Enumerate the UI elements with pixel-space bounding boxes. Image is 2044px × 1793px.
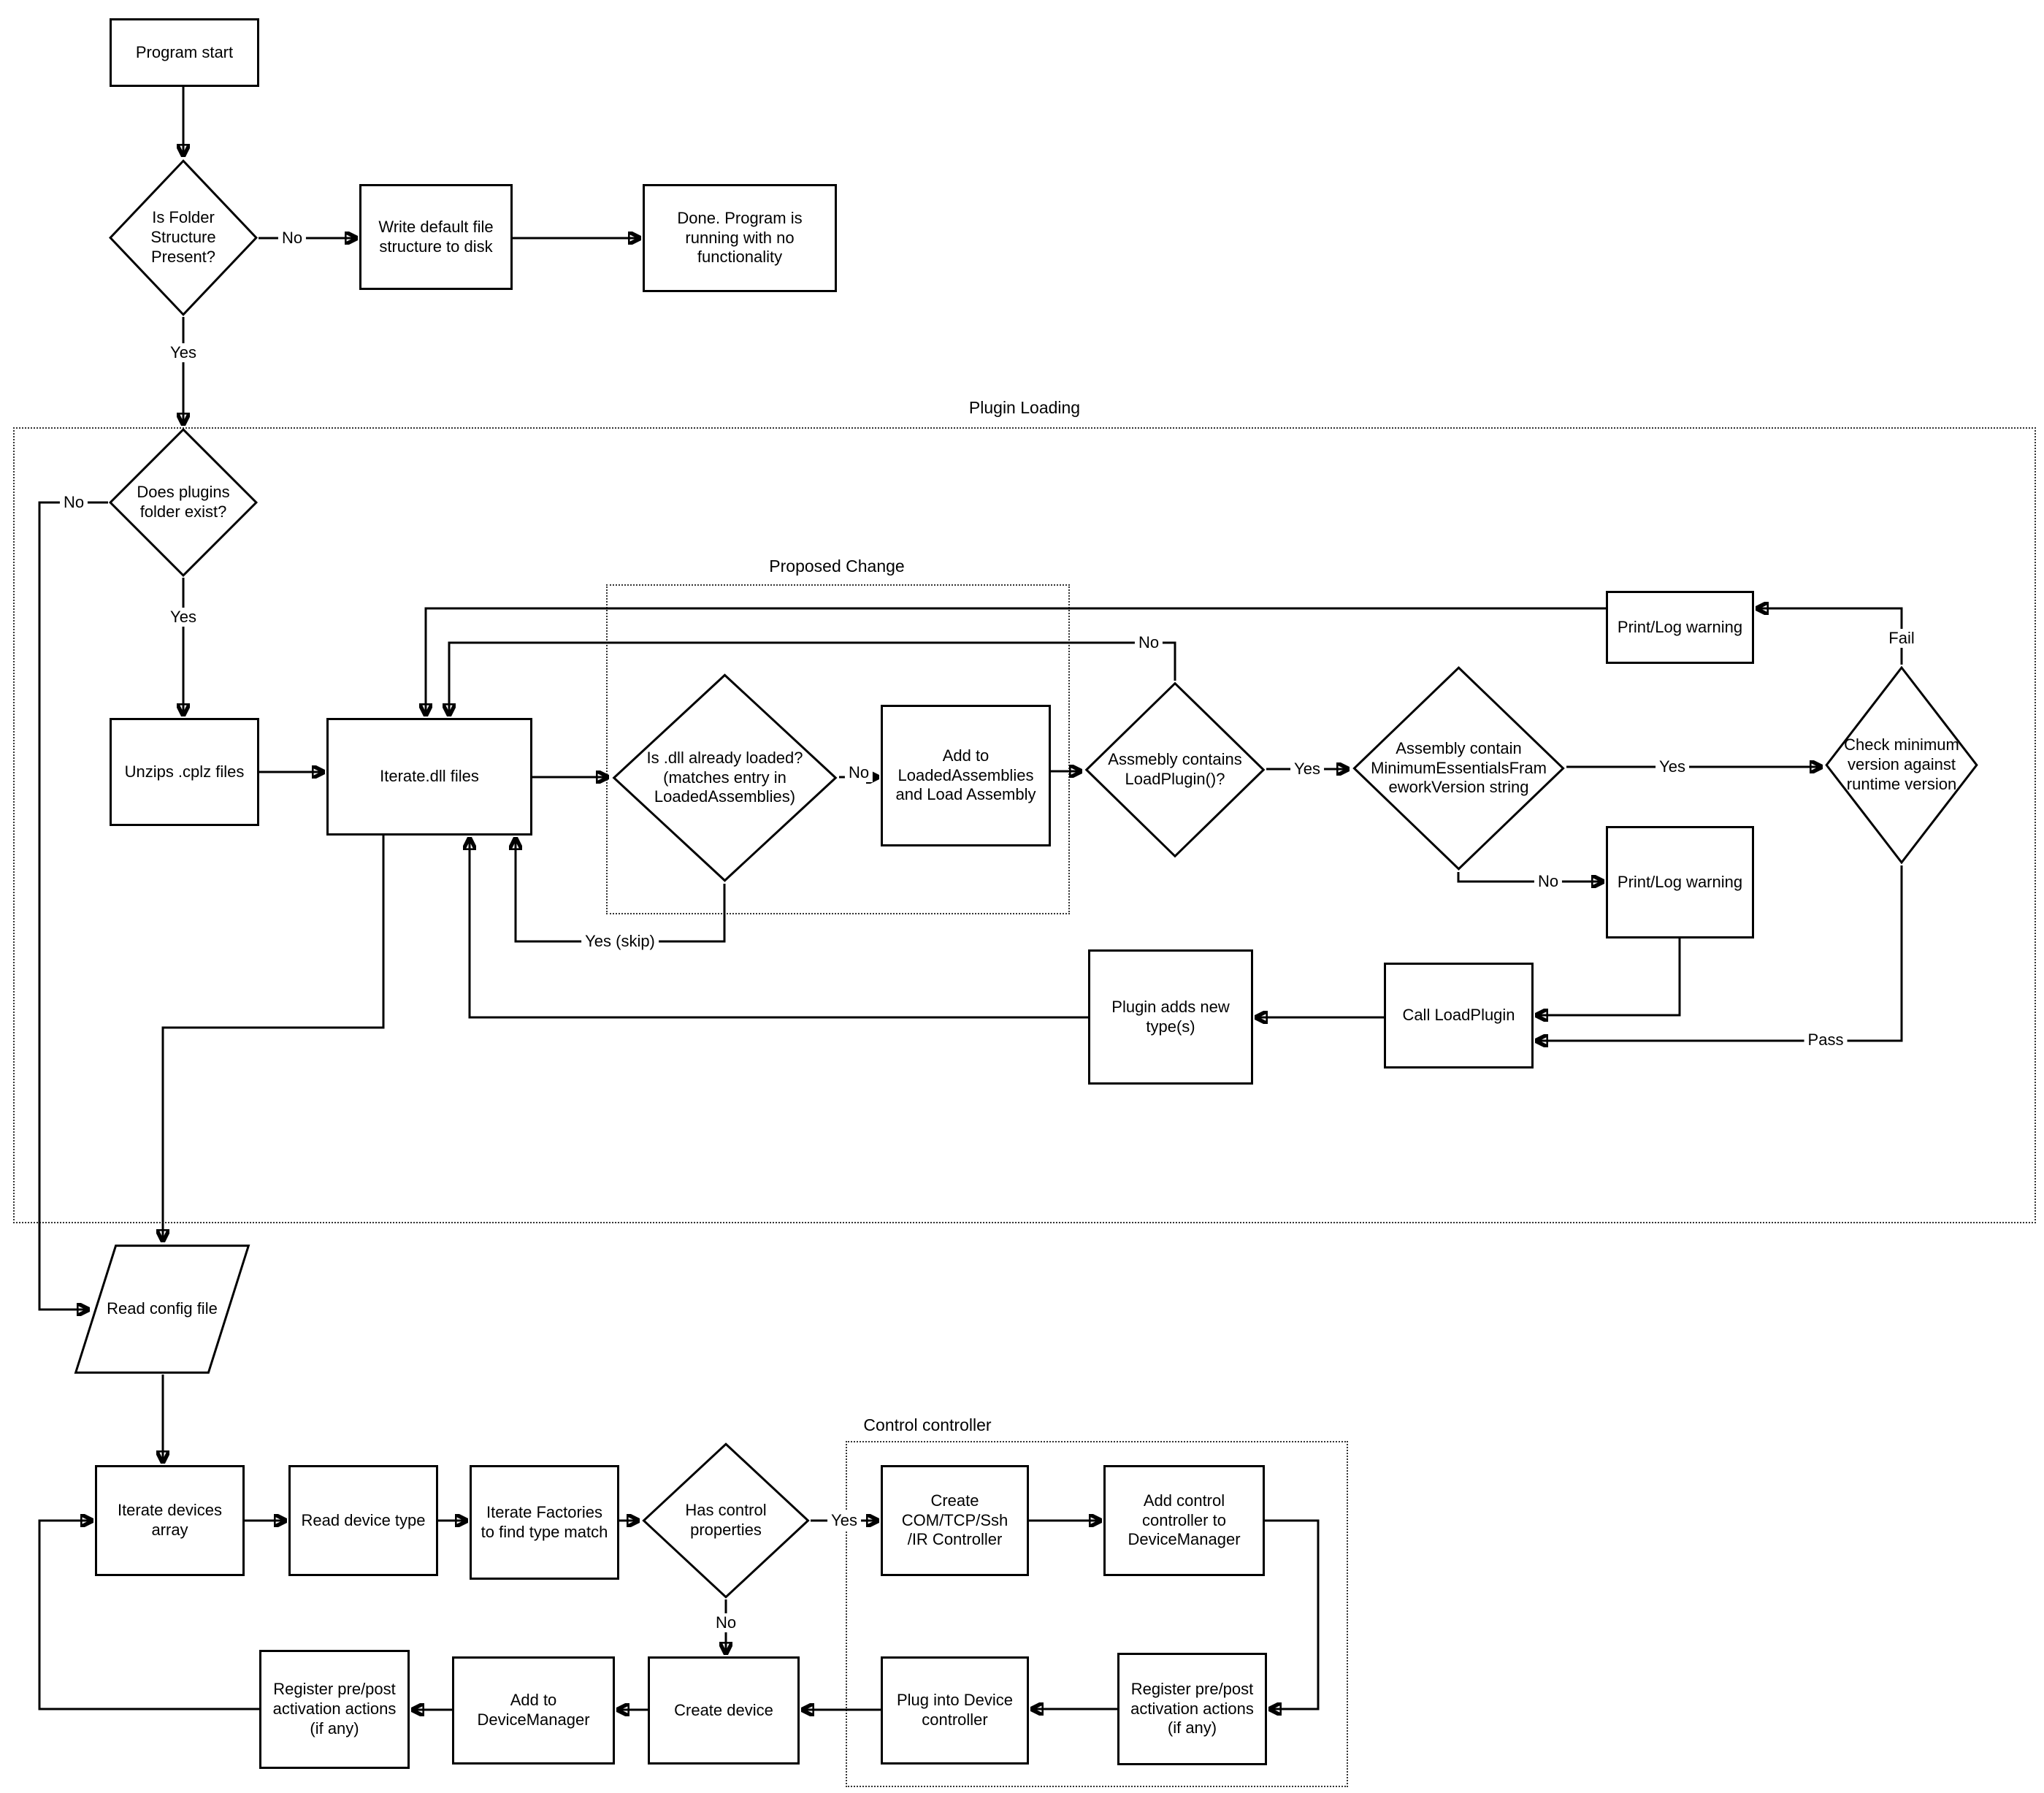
node-printlog-warning-bottom-label: Print/Log warning — [1617, 872, 1743, 891]
node-has-control-props: Has control properties — [641, 1442, 811, 1599]
node-add-control-controller: Add control controller to DeviceManager — [1103, 1465, 1265, 1576]
node-register-prepost-right: Register pre/post activation actions (if… — [1117, 1653, 1267, 1765]
node-assembly-contains-loadplugin: Assmebly contains LoadPlugin()? — [1084, 681, 1266, 859]
edge-label-yes-skip: Yes (skip) — [581, 932, 659, 951]
node-is-dll-loaded-label: Is .dll already loaded? (matches entry i… — [646, 748, 803, 806]
edge-label-hascontrol-yes: Yes — [827, 1511, 861, 1530]
edge-addcontrol-to-register — [1265, 1519, 1320, 1709]
edge-printlog-bottom-to-call — [1536, 938, 1681, 1015]
node-read-device-type-label: Read device type — [301, 1510, 426, 1529]
node-done-no-functionality-label: Done. Program is running with no functio… — [677, 208, 803, 267]
node-call-loadplugin-label: Call LoadPlugin — [1402, 1006, 1515, 1025]
edge-register-to-devices-loop — [38, 1521, 259, 1710]
node-assembly-contains-minver: Assembly contain MinimumEssentialsFramew… — [1351, 665, 1566, 872]
node-read-config-label: Read config file — [107, 1299, 218, 1318]
node-create-device-label: Create device — [674, 1700, 773, 1719]
node-register-prepost-left: Register pre/post activation actions (if… — [259, 1650, 410, 1769]
node-read-device-type: Read device type — [288, 1465, 438, 1576]
node-call-loadplugin: Call LoadPlugin — [1384, 963, 1534, 1068]
node-add-to-devicemanager-label: Add to DeviceManager — [477, 1691, 590, 1729]
edge-iterate-to-readconfig — [163, 836, 385, 1242]
edge-label-hascontrol-no: No — [711, 1613, 740, 1632]
edge-label-minver-yes: Yes — [1656, 757, 1689, 776]
control-controller-group-label: Control controller — [859, 1415, 996, 1435]
plugin-loading-group — [13, 427, 2036, 1223]
control-controller-group — [846, 1441, 1348, 1787]
node-iterate-dll-label: Iterate.dll files — [380, 767, 479, 786]
node-create-device: Create device — [648, 1656, 800, 1765]
node-iterate-factories-label: Iterate Factories to find type match — [481, 1502, 608, 1541]
node-program-start: Program start — [110, 18, 259, 87]
node-assembly-contains-loadplugin-label: Assmebly contains LoadPlugin()? — [1108, 750, 1242, 788]
plugin-loading-group-label: Plugin Loading — [964, 398, 1085, 418]
node-add-control-controller-label: Add control controller to DeviceManager — [1128, 1491, 1241, 1549]
node-is-folder-structure: Is Folder Structure Present? — [108, 158, 259, 317]
node-plugin-adds-types-label: Plugin adds new type(s) — [1111, 997, 1230, 1036]
edge-minver-no — [1457, 872, 1604, 882]
node-printlog-warning-top: Print/Log warning — [1606, 591, 1754, 664]
edge-label-loadplugin-yes: Yes — [1290, 760, 1324, 779]
node-register-prepost-right-label: Register pre/post activation actions (if… — [1130, 1679, 1254, 1737]
node-register-prepost-left-label: Register pre/post activation actions (if… — [272, 1680, 397, 1737]
edge-label-checkver-pass: Pass — [1804, 1031, 1848, 1050]
node-plug-into-device: Plug into Device controller — [881, 1656, 1029, 1765]
node-write-default: Write default file structure to disk — [359, 184, 513, 290]
node-is-dll-loaded: Is .dll already loaded? (matches entry i… — [610, 672, 839, 884]
node-plug-into-device-label: Plug into Device controller — [897, 1691, 1013, 1729]
edge-printlog-top-to-iterate — [426, 607, 1606, 716]
node-does-plugins-exist: Does plugins folder exist? — [108, 427, 259, 578]
edge-label-minver-no: No — [1534, 872, 1563, 891]
node-plugin-adds-types: Plugin adds new type(s) — [1088, 949, 1253, 1085]
node-printlog-warning-bottom: Print/Log warning — [1606, 826, 1754, 938]
proposed-change-group-label: Proposed Change — [765, 557, 909, 576]
proposed-change-group — [606, 584, 1070, 914]
node-iterate-factories: Iterate Factories to find type match — [470, 1465, 619, 1580]
edge-checkver-pass — [1536, 865, 1903, 1041]
node-unzips-cplz: Unzips .cplz files — [110, 718, 259, 826]
node-read-config: Read config file — [73, 1244, 251, 1375]
node-program-start-label: Program start — [135, 42, 234, 61]
node-done-no-functionality: Done. Program is running with no functio… — [643, 184, 837, 292]
node-write-default-label: Write default file structure to disk — [378, 217, 494, 256]
node-printlog-warning-top-label: Print/Log warning — [1617, 617, 1743, 636]
node-unzips-cplz-label: Unzips .cplz files — [124, 762, 245, 781]
edge-label-dll-loaded-no: No — [844, 763, 873, 782]
node-has-control-props-label: Has control properties — [685, 1501, 767, 1539]
node-check-min-version: Check minimum version against runtime ve… — [1824, 665, 1979, 865]
node-assembly-contains-minver-label: Assembly contain MinimumEssentialsFramew… — [1371, 738, 1547, 797]
node-iterate-devices-label: Iterate devices array — [117, 1501, 223, 1539]
edge-label-plugins-no: No — [59, 493, 88, 512]
node-iterate-devices: Iterate devices array — [95, 1465, 245, 1576]
node-is-folder-structure-label: Is Folder Structure Present? — [150, 208, 216, 266]
edge-label-folder-yes: Yes — [166, 343, 200, 362]
node-create-com-controller-label: Create COM/TCP/Ssh /IR Controller — [901, 1491, 1008, 1549]
edge-label-loadplugin-no: No — [1134, 633, 1163, 652]
node-add-to-loaded-label: Add to LoadedAssemblies and Load Assembl… — [895, 746, 1036, 804]
node-iterate-dll: Iterate.dll files — [326, 718, 532, 836]
edge-label-checkver-fail: Fail — [1885, 629, 1918, 648]
edge-loadplugin-no — [449, 641, 1176, 716]
edge-label-folder-no: No — [277, 229, 307, 248]
edge-label-plugins-yes: Yes — [166, 608, 200, 627]
node-create-com-controller: Create COM/TCP/Ssh /IR Controller — [881, 1465, 1029, 1576]
node-check-min-version-label: Check minimum version against runtime ve… — [1844, 735, 1959, 793]
edge-checkver-fail — [1756, 608, 1903, 665]
node-add-to-devicemanager: Add to DeviceManager — [452, 1656, 615, 1765]
edge-pluginadds-to-iterate — [470, 838, 1088, 1019]
node-add-to-loaded: Add to LoadedAssemblies and Load Assembl… — [881, 705, 1051, 846]
node-does-plugins-exist-label: Does plugins folder exist? — [137, 483, 230, 521]
edge-plugins-no — [38, 501, 108, 1310]
